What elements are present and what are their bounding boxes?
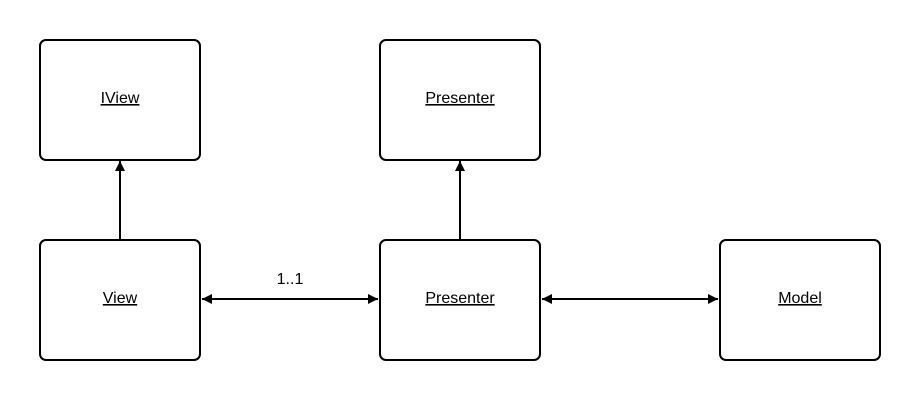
node-presenter-top-label: Presenter	[425, 90, 495, 107]
node-presenter-label: Presenter	[425, 290, 495, 307]
node-model[interactable]: Model	[719, 239, 881, 361]
node-iview-label: IView	[101, 90, 140, 107]
node-presenter[interactable]: Presenter	[379, 239, 541, 361]
node-iview[interactable]: IView	[39, 39, 201, 161]
node-model-label: Model	[778, 290, 822, 307]
node-presenter-top[interactable]: Presenter	[379, 39, 541, 161]
node-view[interactable]: View	[39, 239, 201, 361]
edge-label-multiplicity: 1..1	[277, 271, 304, 288]
node-view-label: View	[103, 290, 138, 307]
